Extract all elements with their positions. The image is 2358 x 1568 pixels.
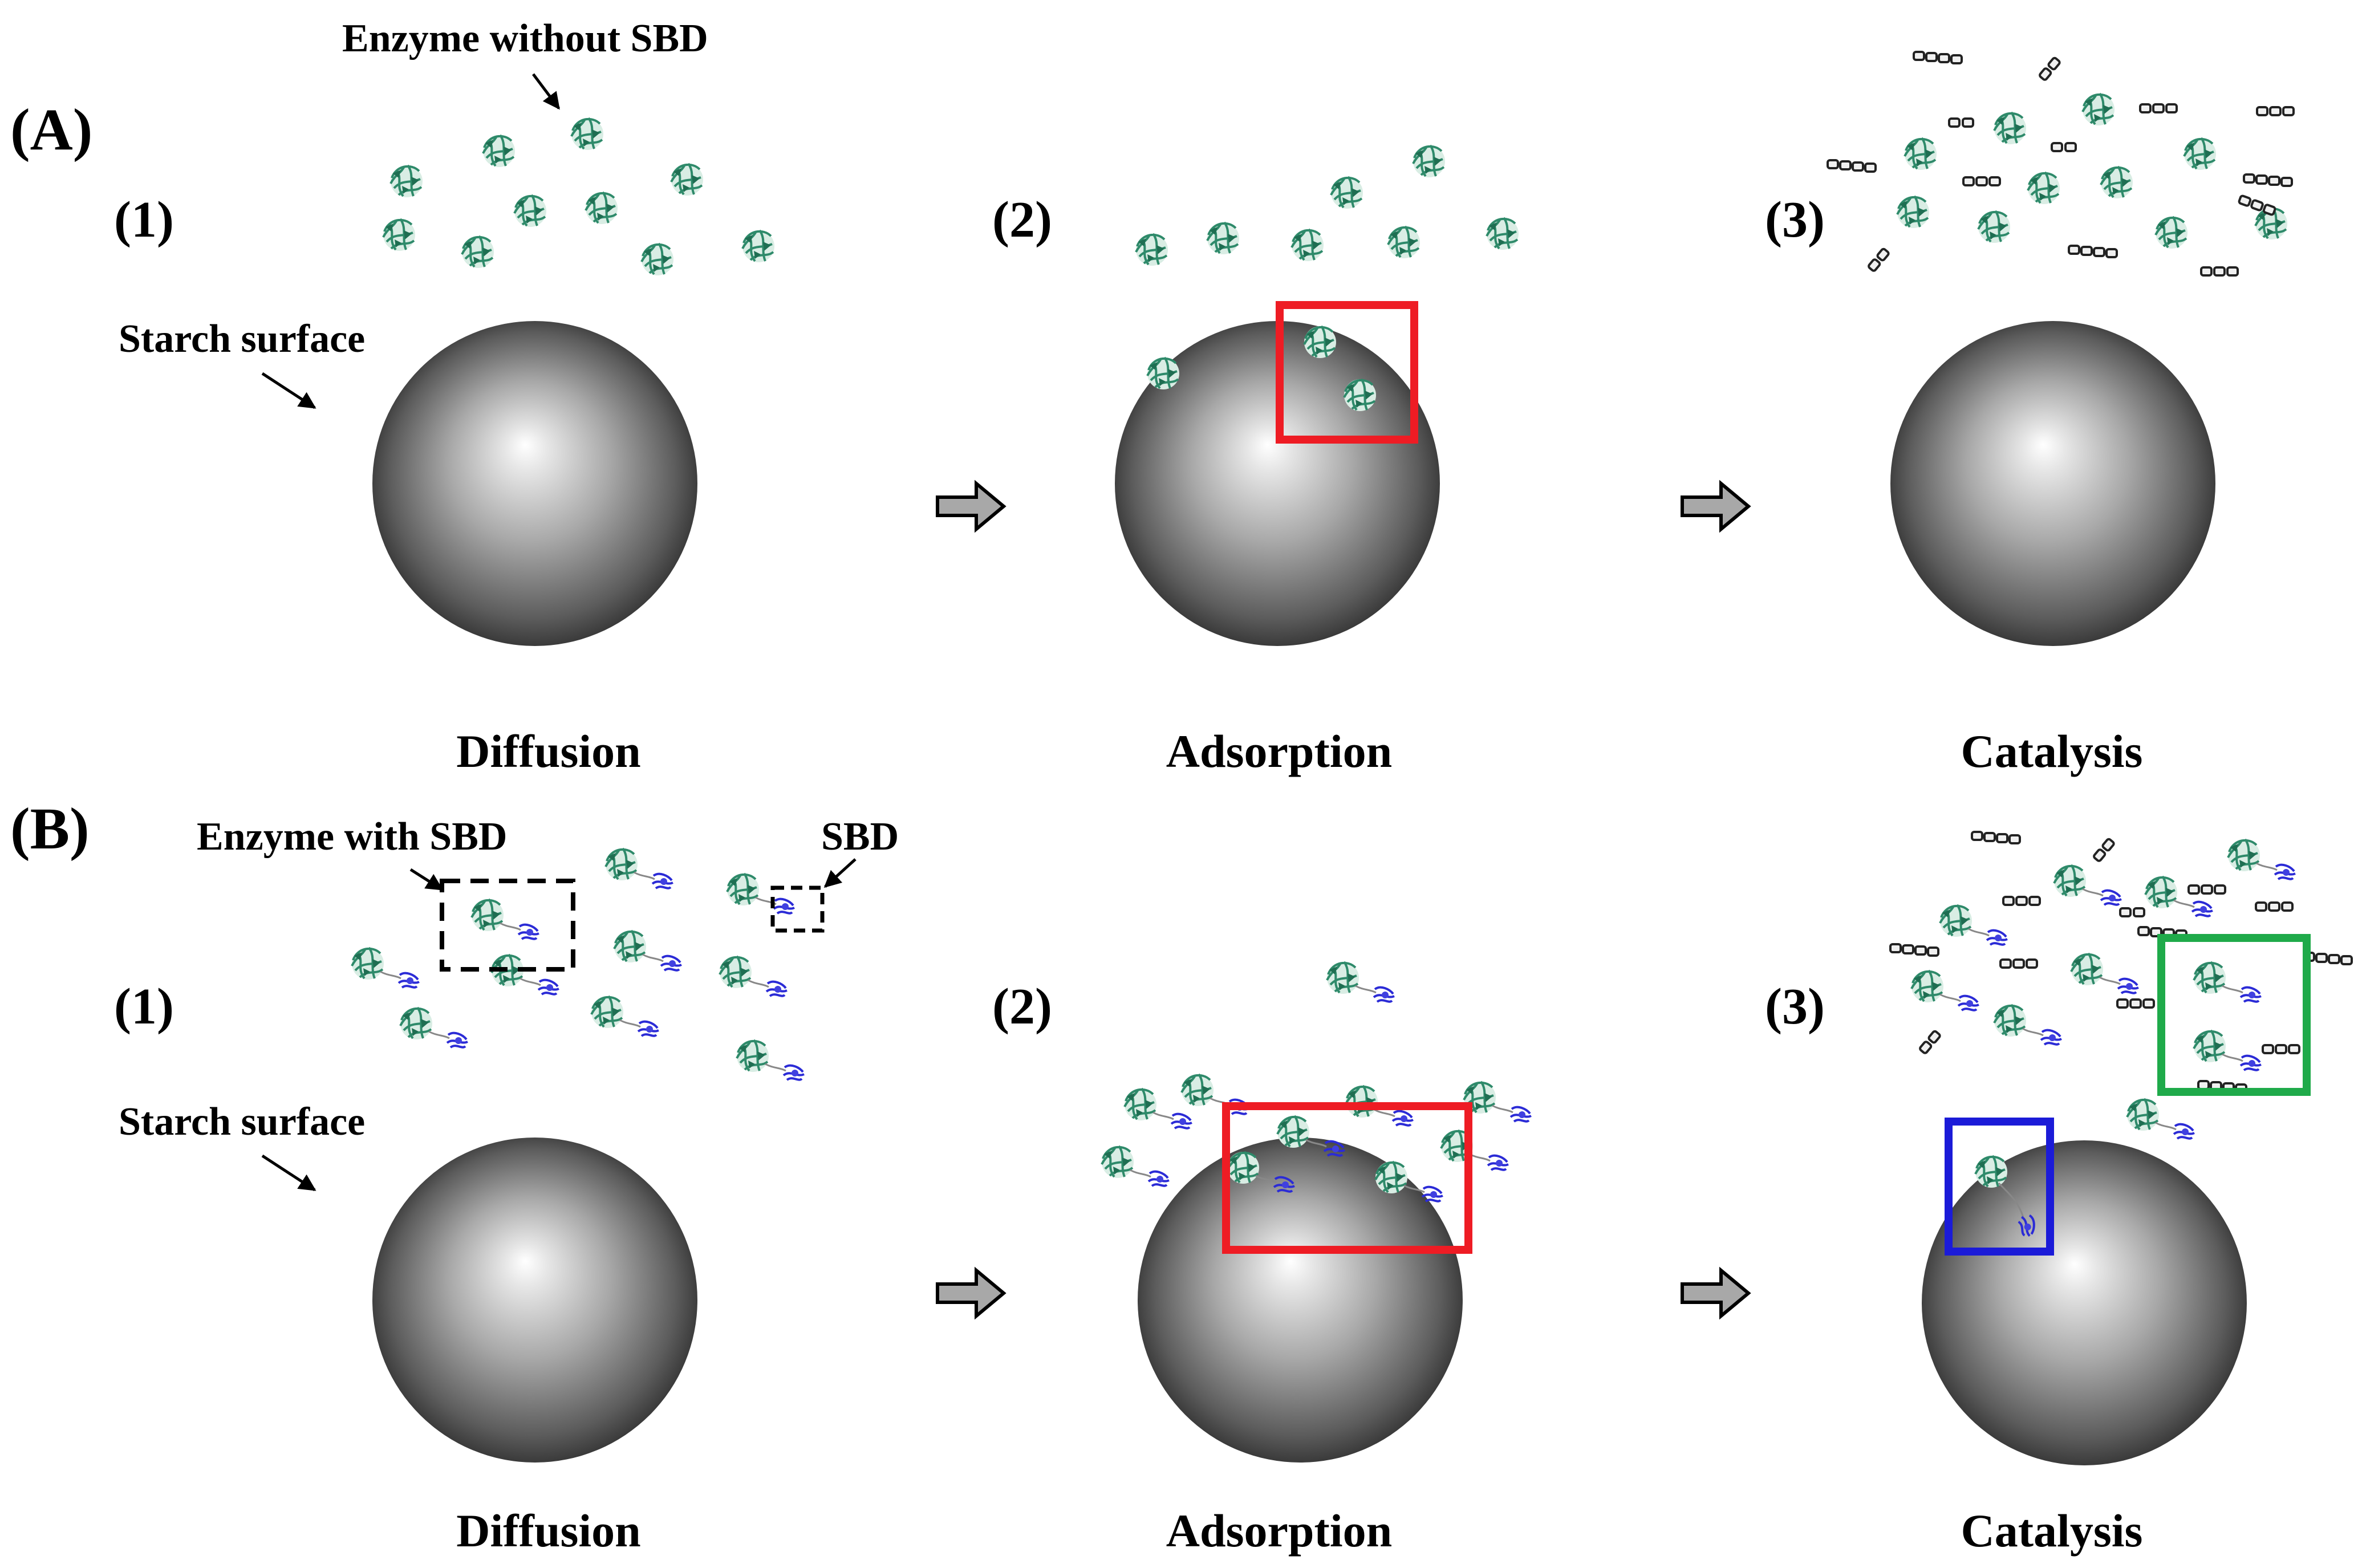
panel-b-step2-caption: Adsorption [1166,1505,1392,1557]
enzyme-pointer-arrow [532,73,560,110]
panel-b-bound-sbd-highlight-box [1945,1118,2054,1256]
panel-b-step2-number: (2) [992,978,1052,1035]
panel-b-step3-number: (3) [1765,978,1825,1035]
panel-a-step2-number: (2) [992,192,1052,248]
panel-a-adsorption-highlight-box [1276,301,1418,444]
panel-b-bound-enzyme [1974,1155,2039,1240]
panel-b-starch-granule-1 [372,1138,697,1463]
sbd-label: SBD [821,815,899,859]
panel-a-step2-caption: Adsorption [1166,725,1392,777]
enzyme-with-sbd-label: Enzyme with SBD [197,815,507,859]
panel-b-starch-granule-3 [1922,1140,2247,1465]
panel-a-starch-surface-label: Starch surface [119,317,365,361]
panel-b-adsorption-highlight-box [1222,1102,1472,1254]
panel-b-approaching-enzymes [1327,962,1394,1002]
panel-b-label: (B) [10,796,90,862]
panel-b-released-sugars [1889,831,2353,1094]
panel-b-catalysis-highlight-box [2157,934,2311,1096]
sbd-pointer-arrow [823,858,857,888]
panel-a-released-sugars [1827,51,2295,277]
panel-a-starch-granule-1 [372,321,697,646]
panel-a-arrow-1 [937,484,1004,529]
enzyme-with-sbd-dashed-box [440,879,575,972]
sbd-dashed-box [770,885,825,933]
panel-b-starch-surface-label: Starch surface [119,1100,365,1144]
enzyme-without-sbd-label: Enzyme without SBD [342,17,708,60]
panel-a-catalysis-enzymes [1896,92,2288,250]
panel-b-surface-pointer-arrow [261,1154,316,1192]
panel-a-step1-number: (1) [114,192,174,248]
panel-a-step3-caption: Catalysis [1961,725,2143,777]
panel-a-step1-caption: Diffusion [456,725,641,777]
panel-b-arrow-2 [1682,1270,1748,1316]
panel-a-arrow-2 [1682,484,1748,529]
panel-b-starch-granule-2 [1138,1138,1463,1463]
panel-b-arrow-1 [937,1270,1004,1316]
panel-a-surface-pointer-arrow [261,372,316,409]
panel-b-free-enzymes [352,848,804,1080]
panel-a-starch-granule-3 [1890,321,2215,646]
panel-a-step3-number: (3) [1765,192,1825,248]
panel-b-step1-number: (1) [114,978,174,1035]
panel-b-step1-caption: Diffusion [456,1505,641,1557]
panel-a-label: (A) [10,97,92,163]
panel-b-step3-caption: Catalysis [1961,1505,2143,1557]
panel-a-free-enzymes [382,117,776,277]
panel-a-approaching-enzymes [1135,144,1520,267]
enzyme-with-sbd-pointer-arrow [409,868,444,891]
